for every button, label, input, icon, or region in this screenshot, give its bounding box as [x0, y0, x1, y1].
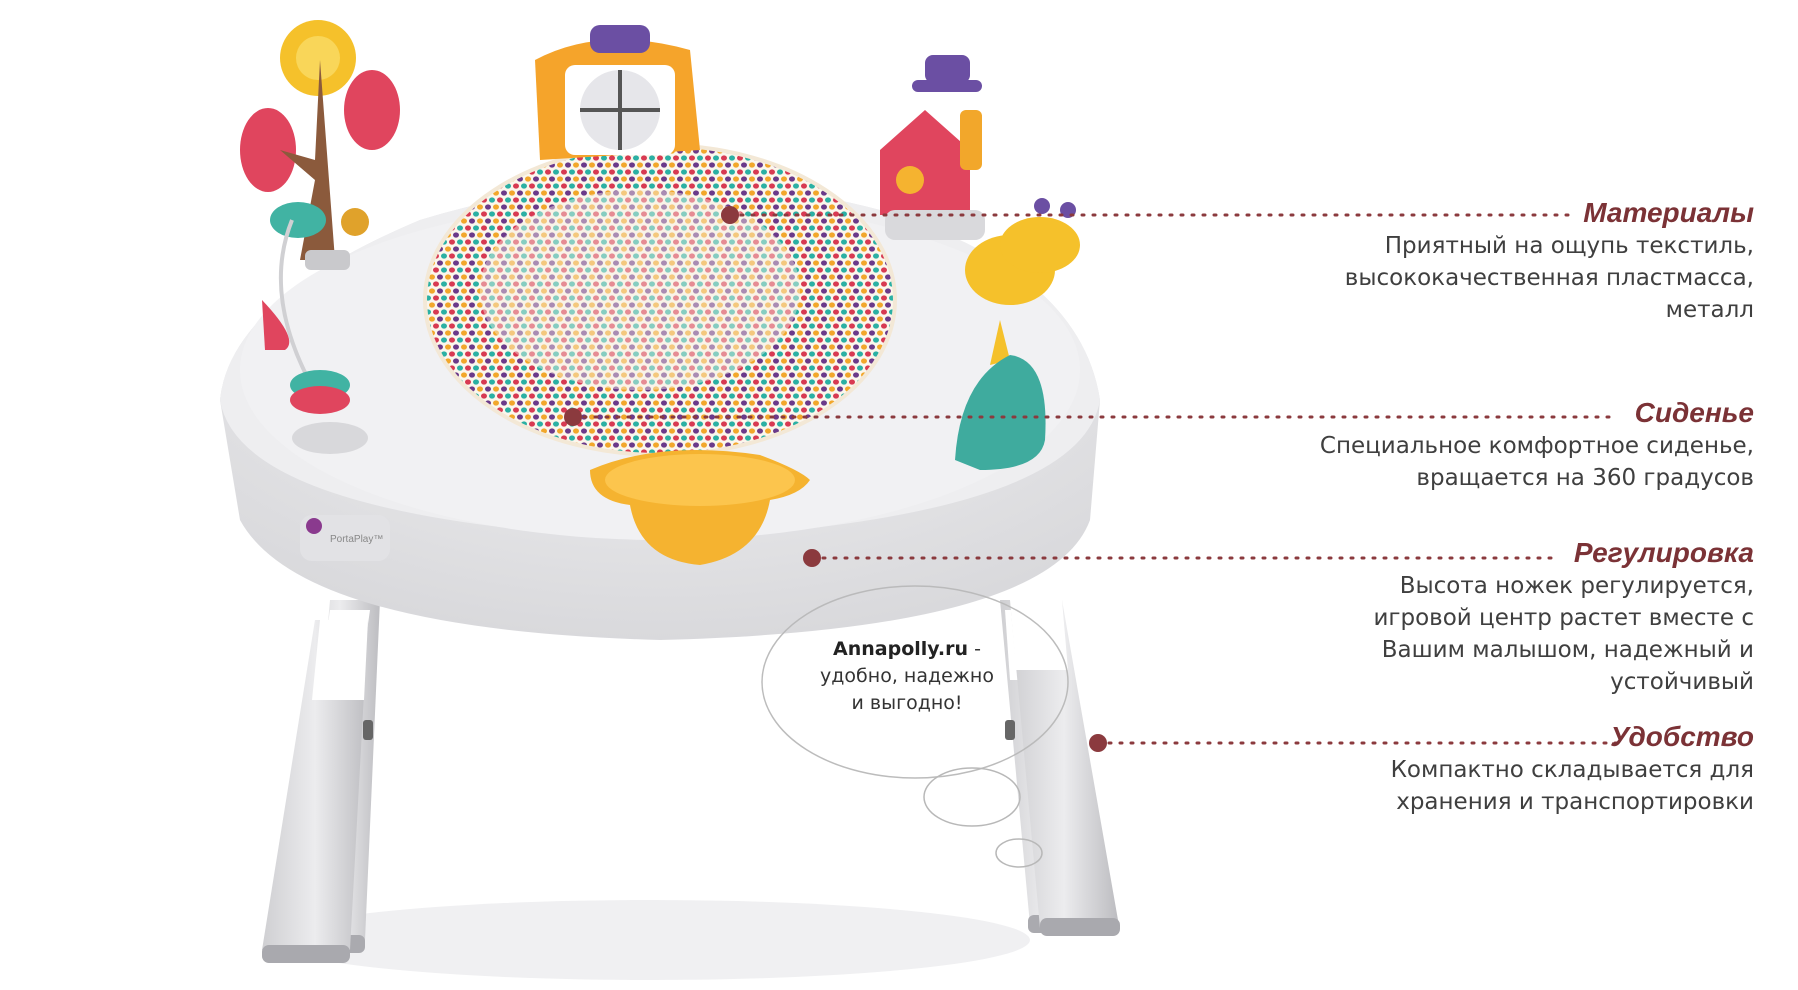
- feature-title: Удобство: [1610, 721, 1754, 752]
- tree-toy: [240, 20, 400, 270]
- site-name: Annapolly.ru: [833, 638, 969, 660]
- feature-description: Высота ножек регулируется, игровой центр…: [1373, 570, 1754, 698]
- bubble-dash: -: [968, 638, 981, 660]
- bead-toy: [262, 219, 368, 454]
- feature-convenience: Удобство Компактно складывается для хран…: [1391, 720, 1754, 818]
- thought-bubble: [761, 585, 1069, 868]
- bubble-line: удобно, надежно: [820, 665, 994, 687]
- bee-toy: [955, 198, 1080, 470]
- feature-seat: Сиденье Специальное комфортное сиденье, …: [1320, 396, 1754, 494]
- feature-line: Приятный на ощупь текстиль,: [1384, 233, 1754, 259]
- feature-adjustment: Регулировка Высота ножек регулируется, и…: [1373, 536, 1754, 698]
- feature-line: металл: [1665, 297, 1754, 323]
- brand-badge: PortaPlay™: [300, 515, 390, 561]
- feature-title: Регулировка: [1573, 537, 1754, 568]
- rotating-seat: [423, 143, 897, 457]
- toy-panel: [535, 25, 700, 160]
- feature-line: вращается на 360 градусов: [1416, 465, 1754, 491]
- feature-line: хранения и транспортировки: [1396, 789, 1754, 815]
- feature-description: Приятный на ощупь текстиль, высококачест…: [1345, 230, 1754, 326]
- feature-line: Компактно складывается для: [1390, 757, 1754, 783]
- table-leg: [262, 620, 373, 963]
- feature-materials: Материалы Приятный на ощупь текстиль, вы…: [1345, 196, 1754, 326]
- feature-title: Материалы: [1583, 197, 1754, 228]
- feature-description: Компактно складывается для хранения и тр…: [1391, 754, 1754, 818]
- leader-line: [721, 206, 1577, 224]
- brand-label: PortaPlay™: [330, 534, 383, 545]
- feature-line: игровой центр растет вместе с: [1373, 605, 1754, 631]
- snack-tray: [590, 450, 810, 565]
- leader-line: [803, 549, 1557, 567]
- feature-line: Высота ножек регулируется,: [1399, 573, 1754, 599]
- house-toy: [880, 55, 985, 240]
- bubble-line: и выгодно!: [851, 692, 963, 714]
- feature-line: Вашим малышом, надежный и: [1381, 637, 1754, 663]
- feature-line: высококачественная пластмасса,: [1344, 265, 1754, 291]
- table-leg: [1005, 600, 1120, 936]
- bubble-text: Annapolly.ru - удобно, надежно и выгодно…: [772, 636, 1042, 717]
- feature-line: устойчивый: [1610, 669, 1754, 695]
- leader-line: [564, 408, 1617, 426]
- feature-title: Сиденье: [1634, 397, 1754, 428]
- feature-line: Специальное комфортное сиденье,: [1319, 433, 1754, 459]
- feature-description: Специальное комфортное сиденье, вращаетс…: [1320, 430, 1754, 494]
- leader-line: [1089, 734, 1622, 752]
